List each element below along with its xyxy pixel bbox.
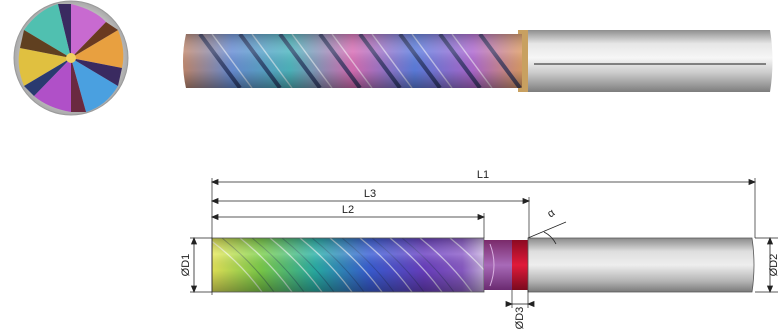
drawing-flute-section: [212, 238, 484, 292]
label-L1: L1: [477, 169, 489, 181]
end-view-image: [13, 0, 129, 116]
dimension-drawing: L1 L3 L2 ØD1 ØD2 ØD3 α: [180, 169, 779, 329]
side-view-image: [183, 30, 773, 92]
label-D3: ØD3: [514, 307, 526, 330]
label-D2: ØD2: [768, 254, 779, 277]
label-angle: α: [545, 206, 558, 220]
angle-indicator: [527, 221, 567, 245]
label-D1: ØD1: [180, 254, 192, 277]
drawing-neck-marker: [512, 240, 528, 290]
label-L3: L3: [364, 188, 376, 200]
drawing-neck: [484, 240, 512, 290]
label-L2: L2: [342, 204, 354, 216]
drawing-shank: [527, 237, 755, 293]
